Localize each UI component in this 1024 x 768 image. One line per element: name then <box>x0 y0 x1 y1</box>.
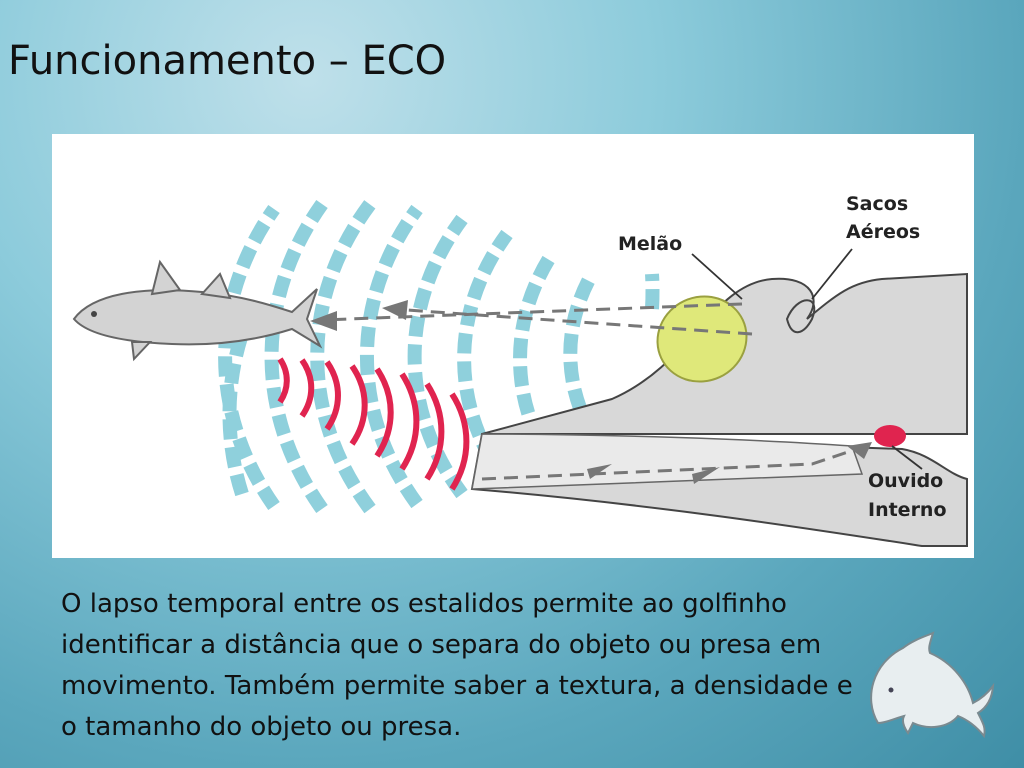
echo-arc <box>374 367 394 458</box>
melon <box>656 295 748 383</box>
wave-arc <box>218 204 280 511</box>
dolphin-head <box>470 272 968 547</box>
slide-title: Funcionamento – ECO <box>8 38 447 84</box>
echo-arc <box>299 358 315 418</box>
dolphin-icon <box>870 631 995 738</box>
label-air-sacs-1: Sacos <box>846 193 908 215</box>
jaw-channel <box>471 433 864 490</box>
wave-arc <box>310 199 376 514</box>
fish-fin <box>130 341 153 362</box>
wave-arc <box>222 331 249 497</box>
label-inner-ear-2: Interno <box>868 499 947 521</box>
arrowhead <box>847 442 872 459</box>
arrowhead <box>587 464 612 479</box>
echo-arc <box>324 360 341 431</box>
paragraph-text: O lapso temporal entre os estalidos perm… <box>61 589 853 742</box>
label-melon: Melão <box>618 233 682 255</box>
fish-eye <box>91 311 97 317</box>
wave-arc <box>563 270 599 438</box>
arrowhead <box>382 300 408 320</box>
label-air-sacs-2: Aéreos <box>846 221 920 243</box>
fish-fin <box>150 259 182 296</box>
echo-arc <box>424 382 445 481</box>
echo-arc <box>349 364 368 446</box>
dolphin-body <box>870 631 995 738</box>
returning-waves <box>277 357 470 491</box>
echo-arc <box>449 392 470 491</box>
inner-ear <box>874 425 906 447</box>
wave-arc <box>264 199 328 514</box>
fish-body <box>72 288 323 349</box>
air-sac <box>785 299 816 334</box>
arrowhead <box>310 311 337 331</box>
fish-icon <box>72 259 323 362</box>
air-sacs-leader <box>811 248 853 300</box>
label-inner-ear-1: Ouvido <box>868 470 943 492</box>
diagram-svg: Melão Sacos Aéreos Ouvido Interno <box>72 193 968 547</box>
melon-leader <box>691 253 743 300</box>
echolocation-diagram: Melão Sacos Aéreos Ouvido Interno <box>52 134 974 558</box>
body-paragraph: O lapso temporal entre os estalidos perm… <box>61 584 861 748</box>
echo-arc <box>399 372 420 471</box>
arrowhead <box>692 467 720 484</box>
dolphin-eye <box>888 687 894 693</box>
outgoing-arrow <box>321 302 743 322</box>
outgoing-arrow <box>391 307 753 336</box>
wave-arc <box>360 204 423 509</box>
leader-lines <box>691 248 923 470</box>
echo-arc <box>277 357 290 404</box>
wave-arc <box>645 273 660 310</box>
fish-fin <box>200 272 232 300</box>
inner-ear-leader <box>891 445 923 470</box>
